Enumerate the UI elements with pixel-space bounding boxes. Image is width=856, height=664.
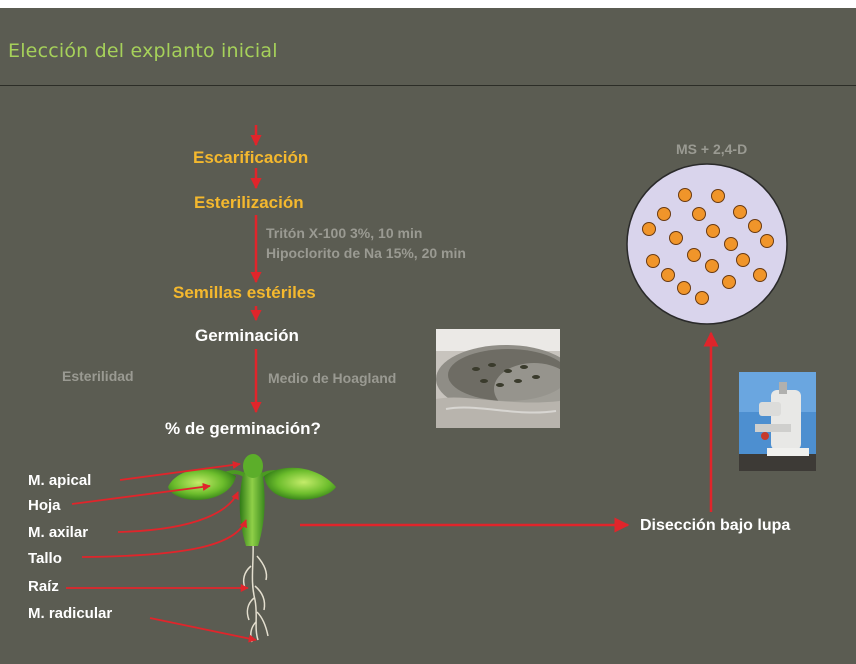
microscope-photo xyxy=(739,372,816,471)
label-tallo: Tallo xyxy=(28,550,62,567)
treatment-line-2: Hipoclorito de Na 15%, 20 min xyxy=(266,245,466,261)
title-divider xyxy=(0,85,856,86)
label-m-axilar: M. axilar xyxy=(28,524,89,541)
seedling-illustration xyxy=(168,454,336,643)
label-diseccion: Disección bajo lupa xyxy=(640,517,791,534)
leaf-left xyxy=(168,468,236,500)
label-arrows xyxy=(66,460,257,643)
leaf-right xyxy=(264,467,336,500)
step-germinacion: Germinación xyxy=(195,326,299,345)
arrow-apical xyxy=(119,460,241,481)
root-system xyxy=(242,539,269,643)
arrow-hoja xyxy=(71,482,211,505)
treatment-line-1: Tritón X-100 3%, 10 min xyxy=(266,225,423,241)
arrow-axilar xyxy=(117,491,239,533)
label-raiz: Raíz xyxy=(28,578,59,595)
step-esterilizacion: Esterilización xyxy=(194,193,304,212)
arrow-radicular xyxy=(149,617,257,643)
stem xyxy=(239,470,265,546)
petri-dish xyxy=(626,163,788,325)
germination-plate-photo xyxy=(436,329,560,428)
arrow-tallo xyxy=(81,519,248,558)
note-esterilidad: Esterilidad xyxy=(62,368,134,384)
explant-dots xyxy=(642,188,774,305)
step-porcentaje: % de germinación? xyxy=(165,419,321,438)
label-m-apical: M. apical xyxy=(28,472,92,489)
label-m-radicular: M. radicular xyxy=(28,605,113,622)
top-strip xyxy=(0,0,856,8)
label-medium: MS + 2,4-D xyxy=(676,141,748,157)
note-medio: Medio de Hoagland xyxy=(268,370,397,386)
step-escarificacion: Escarificación xyxy=(193,148,309,167)
label-hoja: Hoja xyxy=(28,497,61,514)
step-semillas: Semillas estériles xyxy=(173,283,316,302)
slide-title: Elección del explanto inicial xyxy=(8,40,278,62)
